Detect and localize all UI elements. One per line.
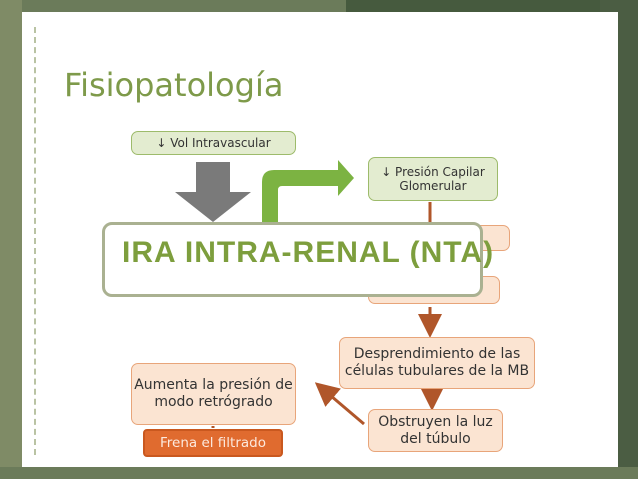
box-vol-intravascular: ↓ Vol Intravascular	[131, 131, 296, 155]
gray-down-arrow	[175, 162, 251, 222]
dashed-border-right	[606, 27, 608, 455]
box-presion-capilar: ↓ Presión Capilar Glomerular	[368, 157, 498, 201]
box-aumenta-presion: Aumenta la presión de modo retrógrado	[131, 363, 296, 425]
box-frena-filtrado: Frena el filtrado	[143, 429, 283, 457]
banner-title: IRA INTRA-RENAL (NTA)	[122, 236, 495, 269]
box-desprendimiento: Desprendimiento de las células tubulares…	[339, 337, 535, 389]
dashed-border-top	[34, 27, 608, 29]
banner-box	[102, 222, 483, 297]
arrow-obstruyen-to-aumenta	[314, 382, 365, 426]
dashed-border-left	[34, 27, 36, 455]
slide-title: Fisiopatología	[64, 66, 284, 104]
box-obstruyen: Obstruyen la luz del túbulo	[368, 409, 503, 452]
background-left-band	[0, 0, 22, 479]
background-bottom-band	[0, 467, 638, 479]
green-bent-arrow	[262, 160, 354, 222]
dashed-border-bottom	[34, 455, 608, 457]
